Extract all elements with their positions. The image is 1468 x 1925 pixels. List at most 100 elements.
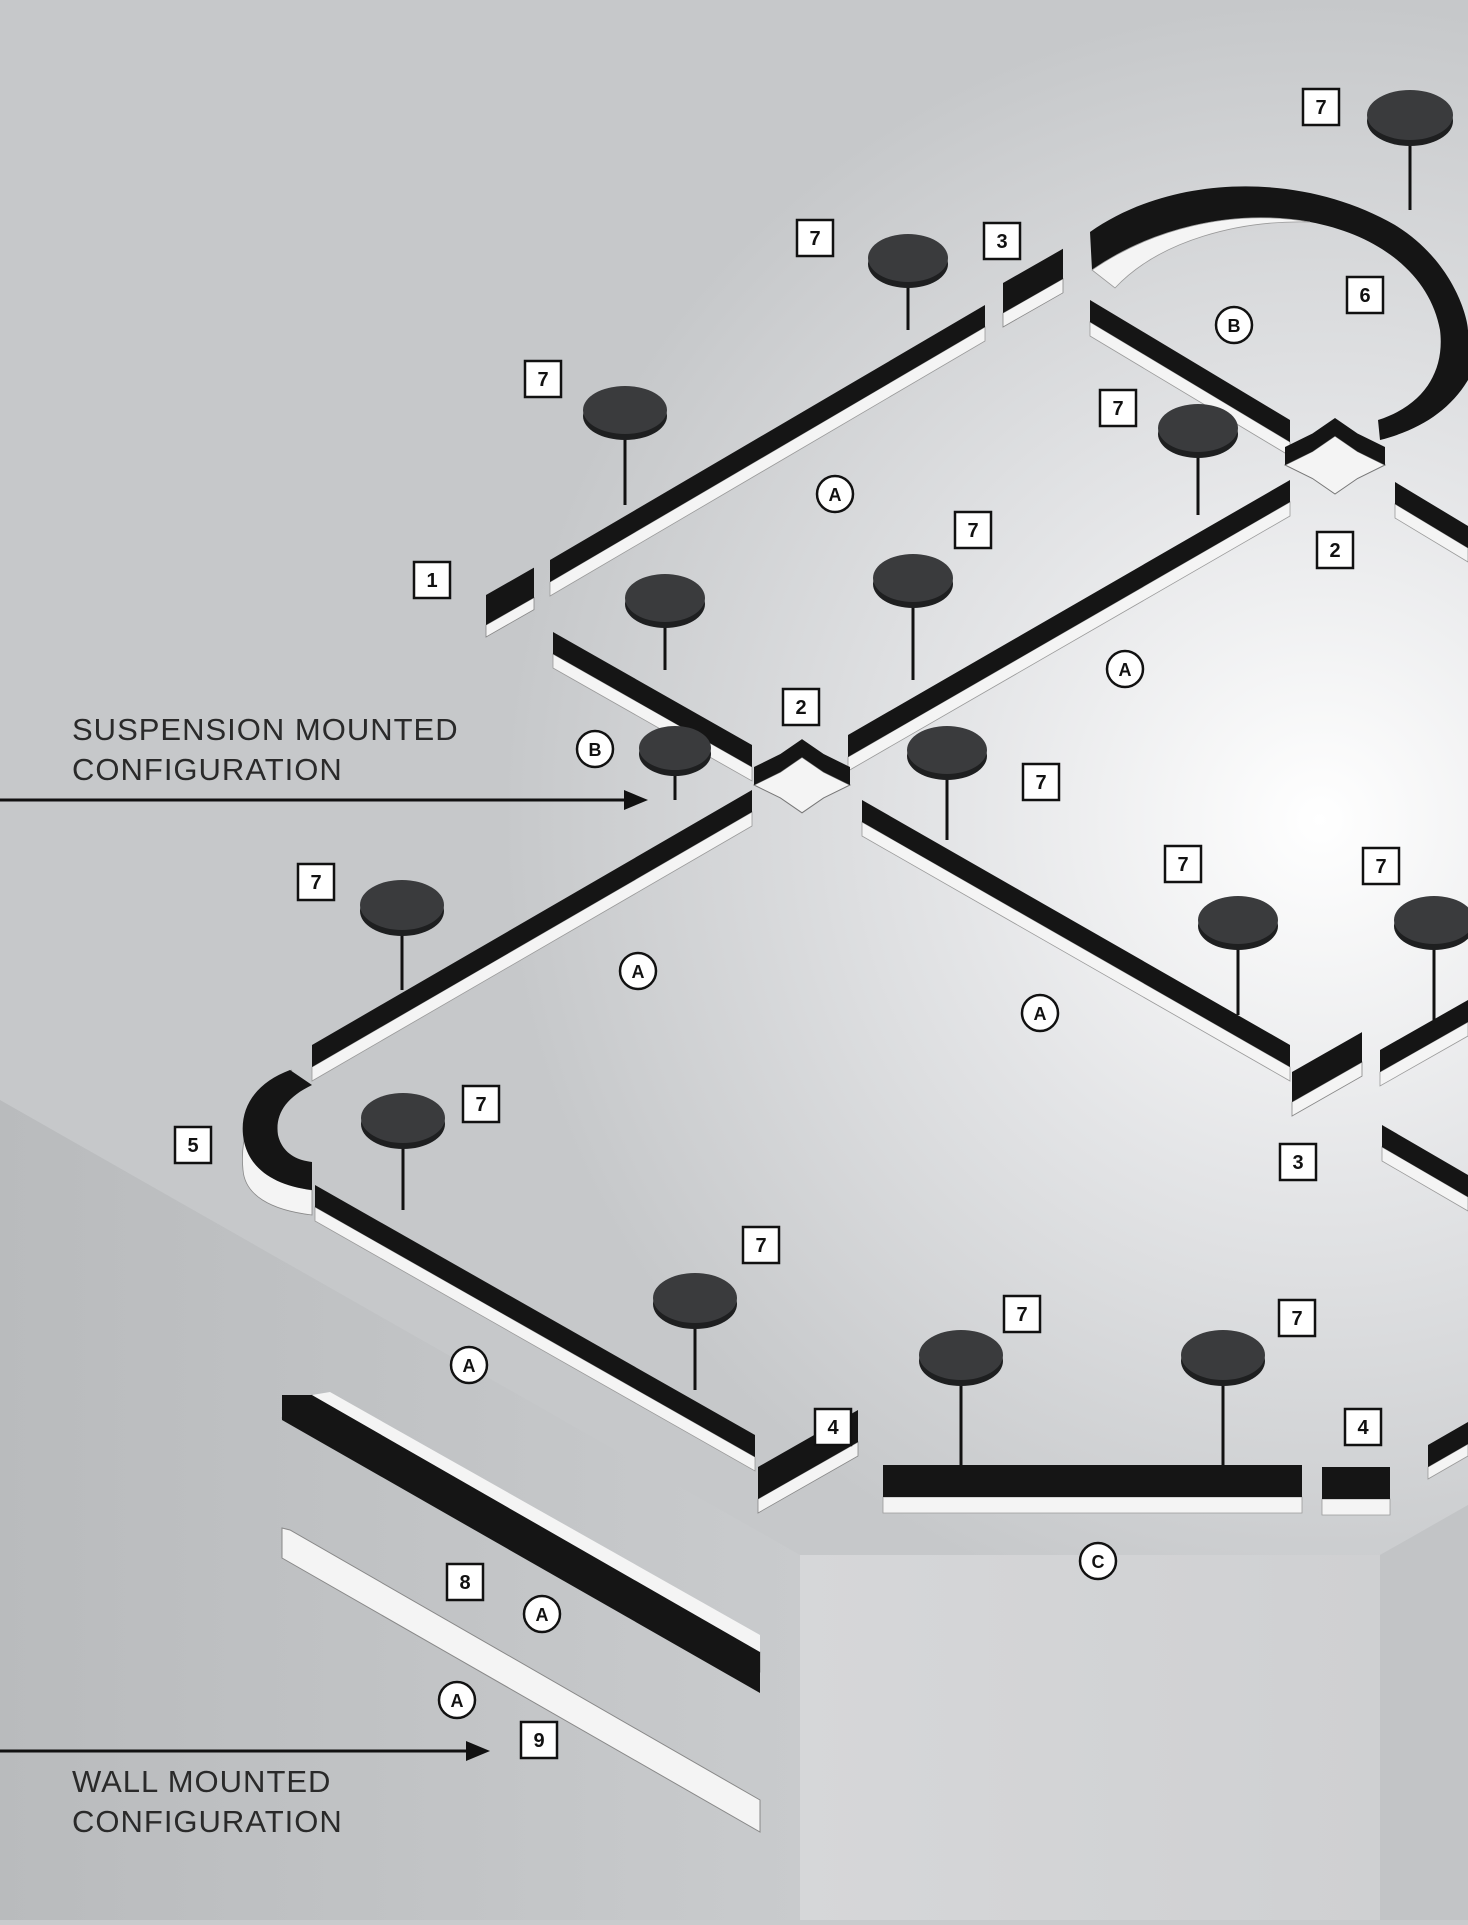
label-a-lower-left: A (449, 1345, 489, 1385)
canopy-front-right (1181, 1330, 1265, 1465)
wall-fixture-9 (281, 1527, 761, 1833)
canopy-front-left (919, 1330, 1003, 1465)
label-2-a-text: 2 (1329, 540, 1340, 562)
label-2-b-text: 2 (795, 697, 806, 719)
label-c-text: C (1092, 1552, 1105, 1572)
label-c: C (1078, 1541, 1118, 1581)
label-2-b: 2 (781, 687, 821, 727)
wall-arrow (0, 1741, 490, 1761)
label-7-g-text: 7 (310, 872, 321, 894)
linear-fixture-right-top-edge (1394, 482, 1468, 563)
label-3-a-text: 3 (996, 231, 1007, 253)
label-a-upper-right: A (1105, 649, 1145, 689)
label-8: 8 (445, 1562, 485, 1602)
label-7-m-text: 7 (1291, 1308, 1302, 1330)
label-7-j-text: 7 (475, 1094, 486, 1116)
tee-connector-3-right (1291, 1032, 1363, 1117)
label-a-wall-8: A (522, 1594, 562, 1634)
label-7-j: 7 (461, 1084, 501, 1124)
label-7-b-text: 7 (809, 228, 820, 250)
label-b-left: B (575, 729, 615, 769)
canopy-top-left (583, 386, 667, 505)
label-a-wall-9: A (437, 1680, 477, 1720)
label-7-k-text: 7 (755, 1235, 766, 1257)
label-7-h: 7 (1163, 844, 1203, 884)
label-7-c: 7 (523, 359, 563, 399)
label-a-wall-9-text: A (451, 1691, 464, 1711)
label-2-a: 2 (1315, 530, 1355, 570)
label-7-a: 7 (1301, 87, 1341, 127)
label-a-top: A (815, 474, 855, 514)
wall-caption: WALL MOUNTED CONFIGURATION (72, 1762, 343, 1842)
canopy-right-mid (1198, 896, 1278, 1015)
label-a-upper-right-text: A (1119, 660, 1132, 680)
linear-fixture-right-upper (1379, 1000, 1468, 1087)
suspension-caption-line-1: SUSPENSION MOUNTED (72, 712, 459, 747)
linear-fixture-lower-left (314, 1185, 756, 1472)
label-7-a-text: 7 (1315, 97, 1326, 119)
wall-caption-line-2: CONFIGURATION (72, 1804, 343, 1839)
label-7-b: 7 (795, 218, 835, 258)
right-wall (1380, 1505, 1468, 1920)
label-1-text: 1 (426, 570, 437, 592)
label-5: 5 (173, 1125, 213, 1165)
curved-fixture-arc (1090, 186, 1468, 440)
label-b-left-text: B (589, 740, 602, 760)
label-7-l-text: 7 (1016, 1304, 1027, 1326)
canopy-far-right-mid (1394, 896, 1468, 1020)
linear-fixture-front-right-end (1321, 1467, 1391, 1516)
label-8-text: 8 (459, 1572, 470, 1594)
label-5-text: 5 (187, 1135, 198, 1157)
label-4-b: 4 (1343, 1407, 1383, 1447)
label-4-a-text: 4 (827, 1417, 839, 1439)
canopy-center-small-left (639, 726, 711, 800)
label-7-k: 7 (741, 1225, 781, 1265)
canopy-top-far-right (1367, 90, 1453, 210)
canopy-mid-left (360, 880, 444, 990)
label-4-a: 4 (813, 1407, 853, 1447)
label-7-f: 7 (1021, 762, 1061, 802)
tee-connector-3-top (1002, 248, 1064, 328)
cross-connector-2-right (1283, 418, 1387, 495)
label-a-center: A (1020, 993, 1060, 1033)
cross-connector-2-center (752, 739, 852, 814)
label-7-g: 7 (296, 862, 336, 902)
label-3-a: 3 (982, 221, 1022, 261)
curved-corner-connector (242, 1069, 313, 1216)
linear-fixture-top-left (549, 305, 986, 597)
wall-caption-line-1: WALL MOUNTED (72, 1764, 332, 1799)
linear-fixture-front-straight (882, 1465, 1303, 1514)
linear-fixture-front-right-rise (1427, 1422, 1468, 1480)
label-a-top-text: A (829, 485, 842, 505)
label-4-b-text: 4 (1357, 1417, 1369, 1439)
label-a-wall-8-text: A (536, 1605, 549, 1625)
label-7-f-text: 7 (1035, 772, 1046, 794)
label-6: 6 (1345, 275, 1385, 315)
canopy-upper-left (625, 574, 705, 670)
label-9-text: 9 (533, 1730, 544, 1752)
canopy-upper-center (873, 554, 953, 680)
label-a-mid-left: A (618, 951, 658, 991)
linear-fixture-mid-left (311, 790, 753, 1082)
label-a-center-text: A (1034, 1004, 1047, 1024)
label-3-b-text: 3 (1292, 1152, 1303, 1174)
canopy-lower-left (361, 1093, 445, 1210)
label-7-l: 7 (1002, 1294, 1042, 1334)
suspension-arrow (0, 790, 648, 810)
suspension-caption: SUSPENSION MOUNTED CONFIGURATION (72, 710, 459, 790)
canopy-top-center (868, 234, 948, 330)
label-a-mid-left-text: A (632, 962, 645, 982)
fixtures-layer (242, 90, 1468, 1833)
canopy-upper-right (1158, 404, 1238, 515)
label-1: 1 (412, 560, 452, 600)
back-wall (800, 1555, 1380, 1920)
label-b-top: B (1214, 305, 1254, 345)
label-7-m: 7 (1277, 1298, 1317, 1338)
label-7-e-text: 7 (967, 520, 978, 542)
label-3-b: 3 (1278, 1142, 1318, 1182)
label-7-h-text: 7 (1177, 854, 1188, 876)
label-a-lower-left-text: A (463, 1356, 476, 1376)
